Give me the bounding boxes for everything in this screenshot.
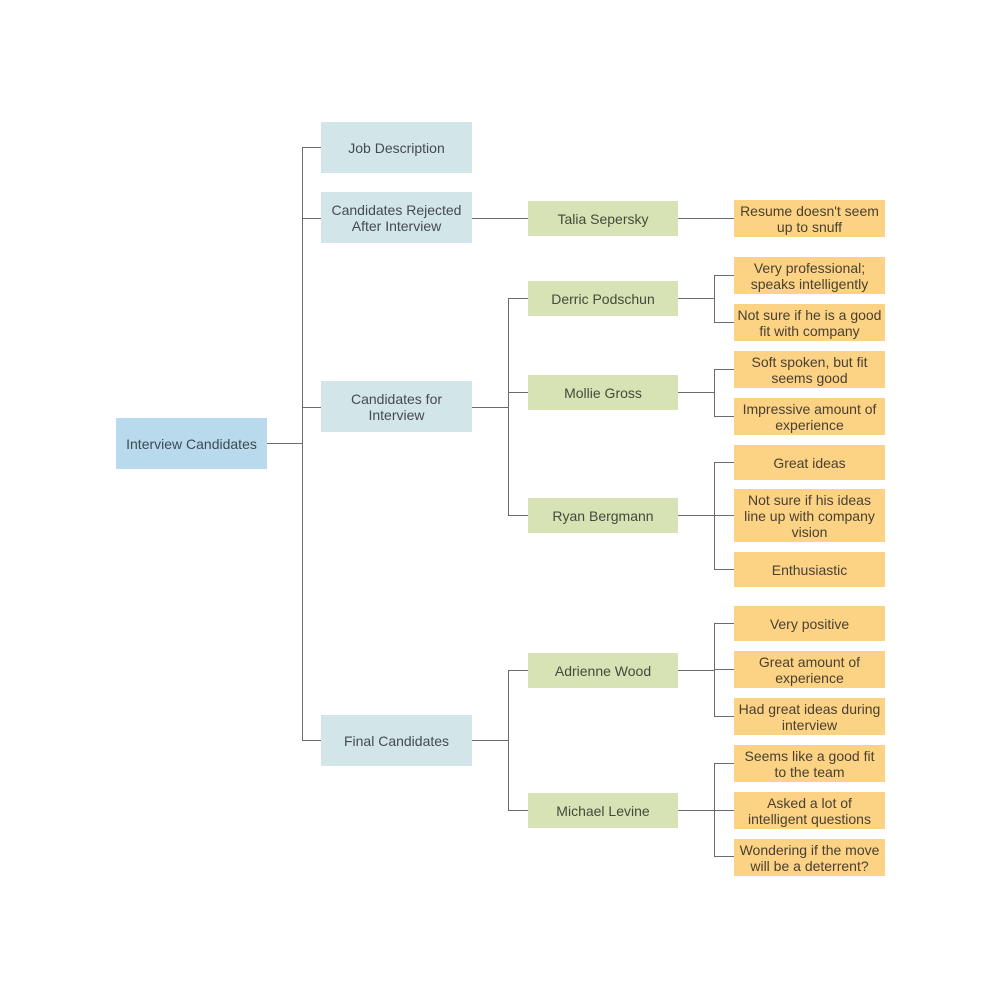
note-node[interactable]: Great ideas [734, 445, 885, 480]
category-node-final[interactable]: Final Candidates [321, 715, 472, 766]
note-node[interactable]: Very professional; speaks intelligently [734, 257, 885, 294]
note-node[interactable]: Enthusiastic [734, 552, 885, 587]
note-node[interactable]: Very positive [734, 606, 885, 641]
note-node[interactable]: Not sure if he is a good fit with compan… [734, 304, 885, 341]
note-node[interactable]: Soft spoken, but fit seems good [734, 351, 885, 388]
note-node[interactable]: Not sure if his ideas line up with compa… [734, 489, 885, 542]
note-node[interactable]: Impressive amount of experience [734, 398, 885, 435]
root-node[interactable]: Interview Candidates [116, 418, 267, 469]
candidate-node-talia[interactable]: Talia Sepersky [528, 201, 678, 236]
category-node-job-description[interactable]: Job Description [321, 122, 472, 173]
note-node[interactable]: Wondering if the move will be a deterren… [734, 839, 885, 876]
candidate-node-derric[interactable]: Derric Podschun [528, 281, 678, 316]
note-node[interactable]: Had great ideas during interview [734, 698, 885, 735]
note-node[interactable]: Resume doesn't seem up to snuff [734, 200, 885, 237]
candidate-node-michael[interactable]: Michael Levine [528, 793, 678, 828]
candidate-node-adrienne[interactable]: Adrienne Wood [528, 653, 678, 688]
category-node-rejected[interactable]: Candidates Rejected After Interview [321, 192, 472, 243]
candidate-node-mollie[interactable]: Mollie Gross [528, 375, 678, 410]
candidate-node-ryan[interactable]: Ryan Bergmann [528, 498, 678, 533]
note-node[interactable]: Seems like a good fit to the team [734, 745, 885, 782]
note-node[interactable]: Great amount of experience [734, 651, 885, 688]
category-node-for-interview[interactable]: Candidates for Interview [321, 381, 472, 432]
note-node[interactable]: Asked a lot of intelligent questions [734, 792, 885, 829]
